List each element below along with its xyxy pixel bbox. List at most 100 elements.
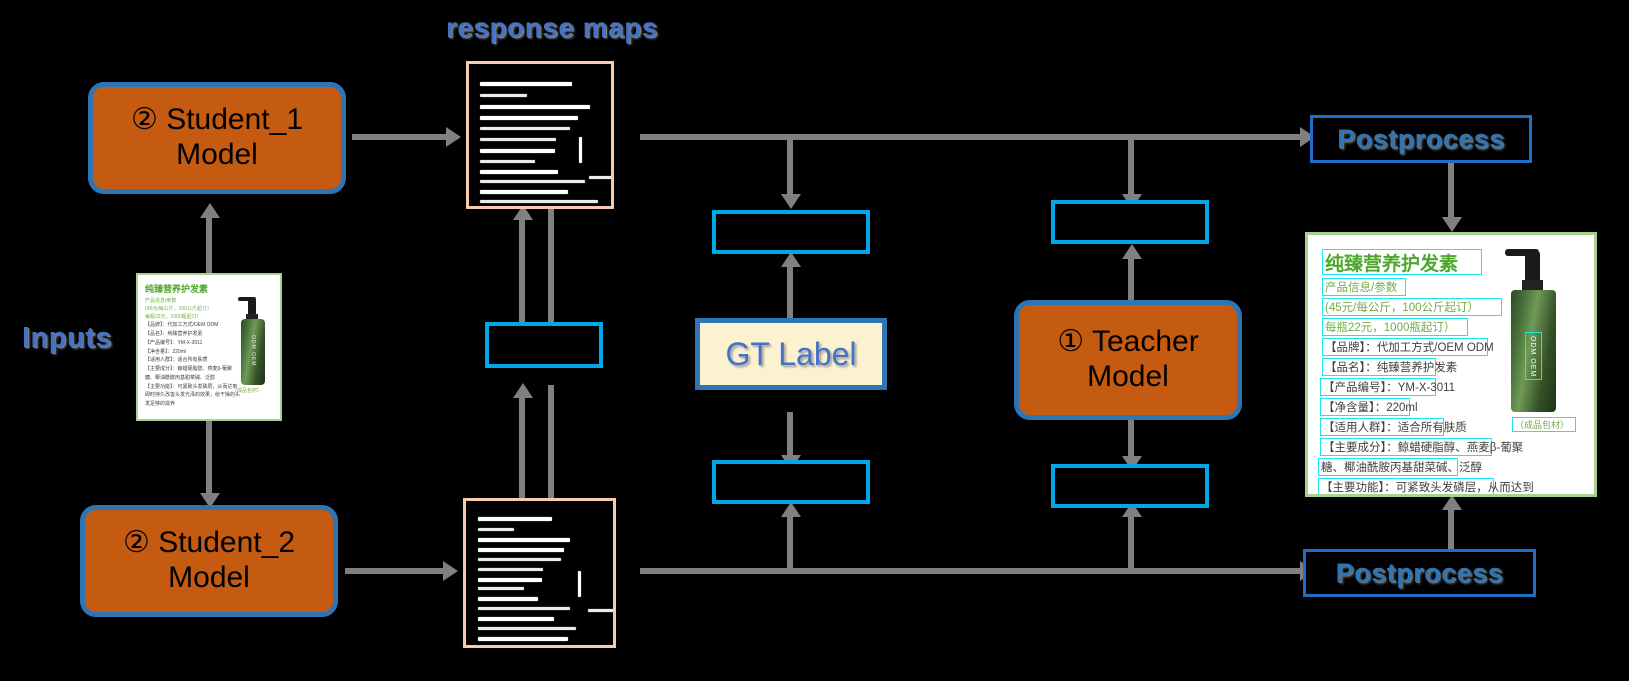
input-card-line: 【品名】：纯臻营养护发素 [145, 331, 203, 337]
teacher-model-label-line1: ① Teacher [1057, 325, 1199, 359]
arrow-student1-to-respmap1 [352, 134, 448, 140]
arrow-midloss-to-respmap2 [519, 392, 525, 502]
loss-box-teacher-top[interactable] [1051, 200, 1209, 244]
detection-box-line: 糖、椰油酰胺丙基甜菜碱、泛醇 [1318, 458, 1482, 476]
detection-box-sub2: (45元/每公斤，100公斤起订） [1322, 298, 1502, 316]
output-card-line: 【品牌】：代加工方式/OEM ODM [1325, 342, 1494, 354]
input-card-line: 发足够的滋养 [145, 401, 176, 407]
detection-box-line: 【产品编号】：YM-X-3011 [1320, 378, 1455, 396]
output-card-sub1: 产品信息/参数 [1325, 282, 1398, 294]
input-card-sub3: 每瓶22元，1000瓶起订） [145, 313, 202, 320]
input-card-sub1: 产品信息/参数 [145, 298, 177, 304]
response-map-student1 [466, 61, 614, 209]
arrow-student2-to-respmap2 [345, 568, 445, 574]
output-card-title: 纯臻营养护发素 [1325, 253, 1459, 275]
output-card-bottle-caption: （成品包材） [1515, 420, 1570, 430]
input-card-line: 【主要功能】：可紧致头发磷层，从而达到 [145, 383, 238, 390]
student2-model-box[interactable]: ② Student_2 Model [80, 505, 338, 617]
arrow-gtlabel-to-gtloss-top-head [781, 252, 801, 267]
arrow-rail-to-teacherloss-bottom [1128, 512, 1134, 570]
input-card-line: 【产品编号】：YM-X-3011 [145, 339, 203, 346]
output-card-bottle-label: ODM OEM [1529, 336, 1536, 378]
input-card-line: 【净含量】：220ml [145, 348, 187, 355]
input-card-bottle-caption: （成品包材） [232, 388, 263, 394]
teacher-model-box[interactable]: ① Teacher Model [1014, 300, 1242, 420]
output-card-line: 【主要功能】：可紧致头发磷层，从而达到 [1321, 482, 1534, 494]
arrow-postprocess-bottom-to-output-head [1442, 495, 1462, 510]
student1-model-label-line2: Model [176, 138, 258, 171]
postprocess-top-label: Postprocess [1337, 123, 1505, 154]
input-card-line: 【品牌】：代加工方式/OEM ODM [145, 322, 219, 329]
arrow-rail-to-gtloss-top-head [781, 194, 801, 209]
student2-model-label-line1: ② Student_2 [122, 526, 296, 560]
input-product-card: ODM OEM 纯臻营养护发素 产品信息/参数 (45元/每公斤，100公斤起订… [136, 273, 282, 421]
inputs-label: Inputs [22, 322, 112, 354]
output-card-line: 【产品编号】：YM-X-3011 [1323, 382, 1456, 394]
student1-model-label-line1: ② Student_1 [130, 103, 304, 137]
detection-box-sub3: 每瓶22元，1000瓶起订） [1322, 318, 1468, 336]
arrow-respmap1-to-postprocess-top [640, 134, 1316, 140]
postprocess-top-box[interactable]: Postprocess [1310, 115, 1532, 163]
teacher-model-label-line2: Model [1087, 360, 1169, 393]
arrow-rail-to-gtloss-bottom [787, 512, 793, 570]
input-card-line: 糖、椰油酰胺丙基甜菜碱、泛醇 [145, 374, 216, 381]
arrow-teacher-to-teacherloss-top-head [1122, 244, 1142, 259]
detection-box-bottle-caption: （成品包材） [1512, 417, 1576, 432]
postprocess-bottom-box[interactable]: Postprocess [1303, 549, 1536, 597]
arrow-input-to-student1 [206, 215, 212, 273]
input-card-title: 纯臻营养护发素 [145, 284, 209, 294]
output-card-bottle-image: ODM OEM [1501, 247, 1581, 437]
detection-box-line: 【主要功能】：可紧致头发磷层，从而达到 [1318, 478, 1534, 494]
arrow-student2-to-respmap2-head [443, 561, 458, 581]
arrow-respmap2-to-postprocess-bottom [640, 568, 1316, 574]
loss-box-gt-top[interactable] [712, 210, 870, 254]
detection-box-line: 【品牌】：代加工方式/OEM ODM [1322, 338, 1494, 356]
arrow-rail-to-gtloss-bottom-head [781, 502, 801, 517]
detection-box-bottle-label: ODM OEM [1525, 332, 1542, 380]
loss-box-middle[interactable] [485, 322, 603, 368]
arrow-student1-to-respmap1-head [446, 127, 461, 147]
response-maps-title: response maps [446, 12, 658, 43]
arrow-input-to-student1-head [200, 203, 220, 218]
arrow-rail-to-gtloss-top [787, 134, 793, 196]
loss-box-teacher-bottom[interactable] [1051, 464, 1209, 508]
arrow-midloss-to-respmap1 [519, 215, 525, 333]
postprocess-bottom-label: Postprocess [1335, 557, 1504, 588]
gt-label-box[interactable]: GT Label [695, 318, 887, 390]
output-card-line: 【适用人群】：适合所有肤质 [1323, 422, 1467, 434]
detection-box-line: 【适用人群】：适合所有肤质 [1320, 418, 1467, 436]
output-card-sub2: (45元/每公斤，100公斤起订） [1325, 302, 1480, 314]
detection-box-sub1: 产品信息/参数 [1322, 278, 1406, 296]
student2-model-label-line2: Model [168, 561, 250, 594]
detection-box-title: 纯臻营养护发素 [1322, 249, 1482, 275]
output-card-line: 糖、椰油酰胺丙基甜菜碱、泛醇 [1321, 462, 1482, 474]
input-card-line: 即时持久改善头发光泽的效果，给干燥的头 [145, 392, 241, 399]
input-card-bottle-label: ODM OEM [250, 335, 256, 367]
arrow-gtlabel-to-gtloss-bottom [787, 412, 793, 458]
output-card-line: 【品名】：纯臻营养护发素 [1325, 362, 1458, 374]
arrow-teacher-to-teacherloss-bottom [1128, 420, 1134, 460]
arrow-rail-to-teacherloss-top [1128, 134, 1134, 196]
loss-box-gt-bottom[interactable] [712, 460, 870, 504]
arrow-respmap2-to-midloss [548, 385, 554, 501]
arrow-input-to-student2-head [200, 493, 220, 508]
response-map-student2 [463, 498, 616, 648]
output-card-line: 【净含量】：220ml [1323, 402, 1418, 414]
detection-box-line: 【净含量】：220ml [1320, 398, 1418, 416]
input-card-sub2: (45元/每公斤，100公斤起订） [145, 305, 212, 312]
output-product-card: ODM OEM 纯臻营养护发素 产品信息/参数 (45元/每公斤，100公斤起订… [1305, 232, 1597, 497]
arrow-postprocess-top-to-output [1448, 163, 1454, 219]
arrow-respmap1-to-midloss [548, 208, 554, 326]
arrow-postprocess-top-to-output-head [1442, 217, 1462, 232]
arrow-gtlabel-to-gtloss-top [787, 262, 793, 332]
student1-model-box[interactable]: ② Student_1 Model [88, 82, 346, 194]
gt-label-text: GT Label [725, 335, 857, 372]
input-card-line: 【主要成分】：鲸蜡硬脂醇、燕麦β-葡聚 [145, 366, 233, 372]
output-card-sub3: 每瓶22元，1000瓶起订） [1325, 322, 1456, 334]
output-card-line: 【主要成分】：鲸蜡硬脂醇、燕麦β-葡聚 [1323, 442, 1524, 454]
input-card-bottle-image: ODM OEM [234, 297, 276, 389]
arrow-postprocess-bottom-to-output [1448, 505, 1454, 551]
arrow-input-to-student2 [206, 421, 212, 495]
arrow-teacher-to-teacherloss-top [1128, 254, 1134, 316]
